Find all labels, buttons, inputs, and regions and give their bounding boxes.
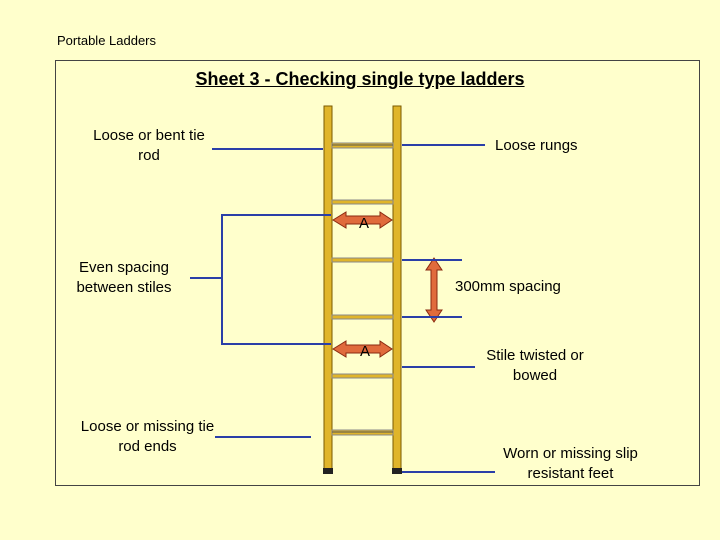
rung [331, 373, 394, 379]
label-stile-twisted: Stile twisted or bowed [486, 347, 584, 384]
label-tie-rod: Loose or bent tie rod [93, 127, 205, 164]
marker-a-top: A [359, 215, 369, 232]
sheet-frame [55, 60, 700, 486]
label-worn-feet: Worn or missing slip resistant feet [503, 445, 638, 482]
label-loose-rungs: Loose rungs [495, 137, 578, 154]
sheet-title: Sheet 3 - Checking single type ladders [195, 69, 525, 89]
width-arrow-bottom [332, 340, 393, 358]
marker-a-bottom: A [360, 343, 370, 360]
left-stile [323, 105, 333, 471]
rungs [331, 142, 394, 436]
right-stile [392, 105, 402, 471]
rung [331, 257, 394, 263]
width-arrow-top [332, 211, 393, 229]
spacing-arrow [425, 257, 443, 323]
left-foot [323, 468, 333, 474]
rung [331, 314, 394, 320]
section-header: Portable Ladders [57, 33, 157, 48]
rung [331, 199, 394, 205]
label-tie-rod-ends: Loose or missing tie rod ends [80, 418, 215, 455]
label-300mm-spacing: 300mm spacing [455, 278, 561, 295]
right-foot [392, 468, 402, 474]
leader-even-spacing [221, 214, 331, 345]
leader-lines [190, 144, 495, 473]
label-even-spacing: Even spacing between stiles [76, 259, 172, 296]
